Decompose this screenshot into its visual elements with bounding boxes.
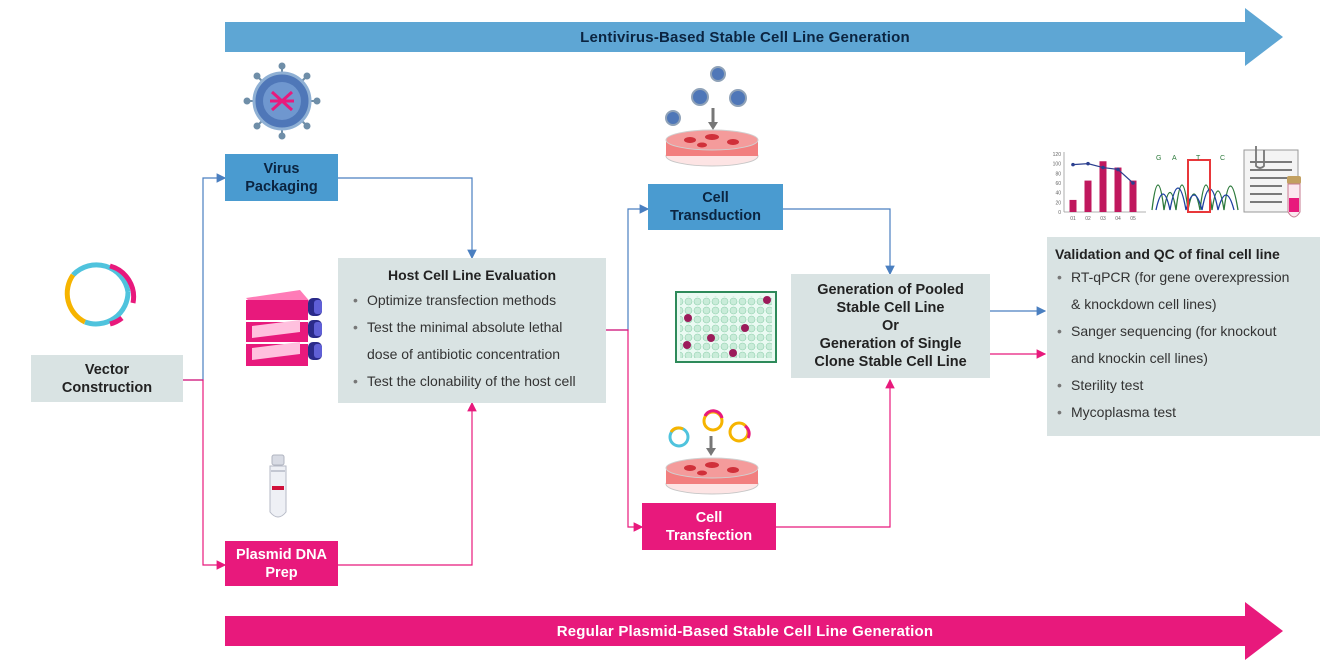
list-item: Sterility test — [1057, 372, 1312, 399]
mini-chart-point — [1101, 165, 1105, 170]
mini-chart-point — [1071, 162, 1075, 167]
mini-chart-point — [1086, 161, 1090, 166]
list-item: and knockin cell lines) — [1071, 350, 1208, 366]
svg-text:A: A — [1172, 155, 1177, 162]
mini-chart-y-tick: 0 — [1058, 210, 1061, 216]
host-cell-evaluation-title: Host Cell Line Evaluation — [387, 267, 557, 283]
host-cell-evaluation-list: Optimize transfection methods Test the m… — [353, 287, 606, 395]
cell-flask-icon — [246, 290, 322, 366]
edge-transfection-generation — [776, 378, 895, 528]
host-cell-evaluation-box: Host Cell Line Evaluation Optimize trans… — [338, 258, 606, 403]
well-plate-icon — [675, 291, 777, 363]
qc-report-icon — [1243, 146, 1301, 218]
mini-chart-x-tick: 01 — [1070, 216, 1076, 222]
plasmid-particles-icon — [668, 409, 751, 456]
edge-vector-virus — [183, 173, 227, 381]
bottom-banner-arrow — [225, 602, 1283, 660]
mini-chart-bar — [1069, 199, 1077, 212]
svg-text:C: C — [1220, 155, 1225, 162]
mini-chart-bar — [1129, 180, 1137, 212]
svg-text:T: T — [1196, 155, 1201, 162]
vector-construction-node: Vector Construction — [31, 355, 183, 402]
top-banner-label: Lentivirus-Based Stable Cell Line Genera… — [580, 28, 910, 46]
mini-chart-y-tick: 100 — [1053, 162, 1062, 168]
mini-chart-x-tick: 03 — [1100, 216, 1106, 222]
cell-transfection-node: Cell Transfection — [642, 503, 776, 550]
top-banner: Lentivirus-Based Stable Cell Line Genera… — [225, 22, 1265, 52]
mini-chart-y-tick: 60 — [1055, 181, 1061, 187]
bottom-banner: Regular Plasmid-Based Stable Cell Line G… — [225, 616, 1265, 646]
mini-chart-y-tick: 20 — [1055, 200, 1061, 206]
plasmid-dna-prep-node: Plasmid DNA Prep — [225, 541, 338, 586]
mini-chart-y-tick: 40 — [1055, 191, 1061, 197]
qpcr-chart-icon: 120 100 80 60 40 20 0 01 02 03 04 05 — [1053, 152, 1146, 222]
list-item: RT-qPCR (for gene overexpression — [1057, 264, 1312, 291]
mini-chart-x-tick: 05 — [1130, 216, 1136, 222]
mini-chart-point — [1131, 181, 1135, 185]
mini-chart-point — [1116, 167, 1120, 172]
validation-qc-list: RT-qPCR (for gene overexpression & knock… — [1057, 264, 1312, 426]
edge-virus-host — [338, 177, 477, 260]
list-item: Sanger sequencing (for knockout — [1057, 318, 1312, 345]
list-item: Mycoplasma test — [1057, 399, 1312, 426]
mini-chart-bar — [1114, 167, 1122, 212]
bottom-banner-label: Regular Plasmid-Based Stable Cell Line G… — [556, 622, 934, 640]
mini-chart-x-tick: 04 — [1115, 216, 1121, 222]
virus-packaging-node: Virus Packaging — [225, 154, 338, 201]
edge-host-transduction — [606, 204, 650, 331]
virus-icon — [243, 62, 321, 140]
mini-chart-x-tick: 02 — [1085, 216, 1091, 222]
edge-host-transfection — [606, 329, 644, 532]
mini-chart-bar — [1084, 180, 1092, 212]
stable-cell-line-generation-node: Generation of Pooled Stable Cell Line Or… — [791, 274, 990, 378]
list-item: & knockdown cell lines) — [1071, 296, 1217, 312]
mini-chart-y-tick: 80 — [1055, 171, 1061, 177]
petri-dish-bottom-icon — [665, 457, 759, 495]
top-banner-arrow — [225, 8, 1283, 66]
cell-transduction-node: Cell Transduction — [648, 184, 783, 230]
validation-qc-title: Validation and QC of final cell line — [1055, 246, 1280, 262]
mini-chart-y-tick: 120 — [1053, 152, 1062, 158]
dna-tube-icon — [269, 454, 287, 518]
edge-plasmid-host — [338, 401, 477, 566]
list-item: Test the clonability of the host cell — [353, 368, 606, 395]
list-item: Optimize transfection methods — [353, 287, 606, 314]
list-item: dose of antibiotic concentration — [367, 346, 561, 362]
lentivirus-particles-icon — [665, 66, 747, 130]
edge-transduction-generation — [783, 208, 895, 276]
validation-qc-box: Validation and QC of final cell line RT-… — [1047, 237, 1320, 436]
list-item: Test the minimal absolute lethal — [353, 314, 606, 341]
edge-vector-plasmid — [183, 379, 227, 570]
mini-chart-bar — [1099, 161, 1107, 212]
petri-dish-top-icon — [665, 129, 759, 167]
plasmid-ring-icon — [64, 262, 137, 327]
svg-text:G: G — [1156, 155, 1161, 162]
